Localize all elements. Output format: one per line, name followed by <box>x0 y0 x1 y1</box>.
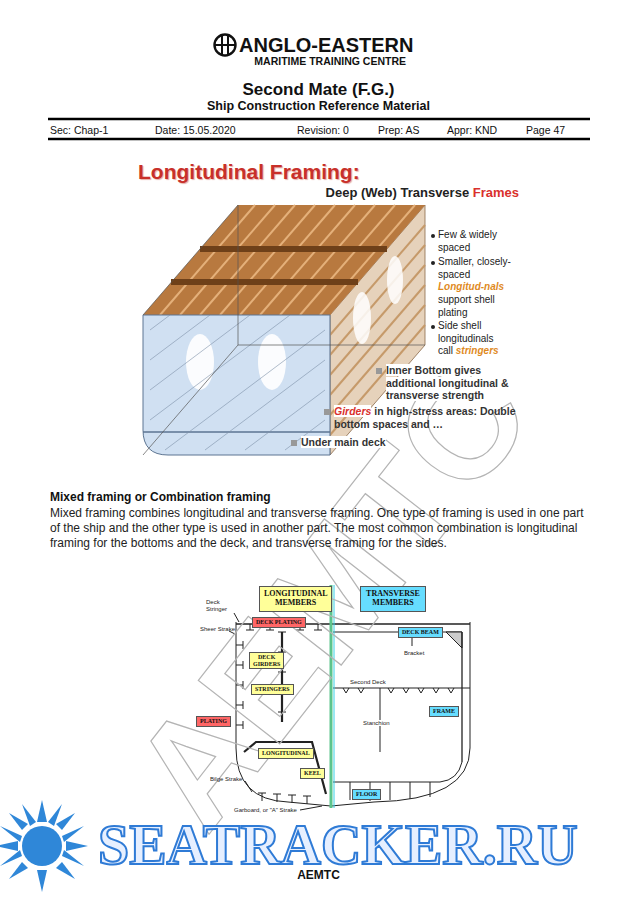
label-box: TRANSVERSE MEMBERS <box>360 586 426 612</box>
header-field: Revision: 0 <box>297 124 349 136</box>
label-box: DECK BEAM <box>398 627 443 638</box>
company-subtitle-block: MARITIME TRAINING CENTRE <box>254 55 406 68</box>
bullet-dot <box>431 234 435 238</box>
part-label: Stanchion <box>363 720 390 726</box>
header-field-block: Page 47 <box>526 124 565 137</box>
box-text: TRANSVERSE MEMBERS <box>365 590 421 608</box>
header-field: Appr: KND <box>447 124 497 136</box>
part-label-block: Stanchion <box>363 720 390 727</box>
label-box: KEEL <box>300 768 325 779</box>
bullet-square <box>376 368 382 374</box>
course-title-block: Second Mate (F.G.) <box>0 80 637 100</box>
part-label: Deck Stringer <box>206 599 227 612</box>
label-box: PLATING <box>196 716 231 727</box>
bullet-text-block: Smaller, closely-spaced <box>438 256 526 281</box>
paragraph-block: Mixed framing combines longitudinal and … <box>50 506 595 551</box>
section-heading: Mixed framing or Combination framing <box>50 490 271 504</box>
footer-text: AEMTC <box>297 868 340 882</box>
note-text-block: Under main deck <box>301 436 386 449</box>
watermark: SEATRACKER.RU <box>98 814 578 876</box>
part-label-block: Bilge Strake <box>210 776 242 783</box>
header-field: Prep: AS <box>378 124 419 136</box>
bullet-square <box>324 409 330 415</box>
header-field-block: Date: 15.05.2020 <box>155 124 236 137</box>
part-label-block: Deck Stringer <box>206 599 227 613</box>
bullet-dot <box>431 325 435 329</box>
bullet-term: Longitud-nals <box>438 281 504 292</box>
bullet-term-block: Longitud-nals <box>438 281 526 294</box>
label-box: FRAME <box>429 706 459 717</box>
box-text: FRAME <box>433 708 455 715</box>
part-label-block: Sheer Strake <box>200 626 235 633</box>
section-heading-block: Mixed framing or Combination framing <box>50 490 271 504</box>
part-label: Second Deck <box>350 679 386 685</box>
slide-title: Longitudinal Framing: <box>138 160 360 184</box>
header-field: Page 47 <box>526 124 565 136</box>
figure-subtitle-highlight: Frames <box>473 185 519 200</box>
note-text: Inner Bottom gives additional longitudin… <box>386 364 509 401</box>
figure-subtitle: Deep (Web) Transverse <box>326 185 470 200</box>
part-label-block: Garboard, or "A" Strake <box>234 807 297 814</box>
header-field-block: Sec: Chap-1 <box>50 124 108 137</box>
part-label: Bracket <box>404 650 424 656</box>
figure-subtitle-block: Deep (Web) TransverseFrames <box>326 185 519 201</box>
label-box: FLOOR <box>352 789 381 800</box>
bullet-text-block: Few & widely spaced <box>438 229 526 254</box>
part-label: Sheer Strake <box>200 626 235 632</box>
header-field: Date: 15.05.2020 <box>155 124 236 136</box>
box-text: FLOOR <box>356 791 377 798</box>
paragraph: Mixed framing combines longitudinal and … <box>50 506 584 550</box>
box-text: PLATING <box>200 718 227 725</box>
label-box: DECK GIRDERS <box>249 652 284 669</box>
box-text: DECK BEAM <box>402 629 439 636</box>
part-label: Garboard, or "A" Strake <box>234 807 297 813</box>
header-field: Sec: Chap-1 <box>50 124 108 136</box>
box-text: DECK PLATING <box>256 619 302 626</box>
label-box: LONGITUDINAL MEMBERS <box>259 586 332 612</box>
header-field-block: Revision: 0 <box>297 124 349 137</box>
note-term-block: Girdersin high-stress areas: Double bott… <box>334 405 526 430</box>
bullet-square <box>291 440 297 446</box>
bullet-dot <box>431 261 435 265</box>
part-label-block: Second Deck <box>350 679 386 686</box>
document-subtitle: Ship Construction Reference Material <box>207 99 430 113</box>
bullet-text: Smaller, closely-spaced <box>438 256 511 280</box>
box-text: LONGITUDINAL <box>262 750 310 757</box>
box-text: STRINGERS <box>255 686 290 693</box>
bullet-text: support shell plating <box>438 294 495 318</box>
footer-text-block: AEMTC <box>0 868 637 882</box>
header-field-block: Appr: KND <box>447 124 497 137</box>
part-label: Bilge Strake <box>210 776 242 782</box>
label-box: LONGITUDINAL <box>258 748 314 759</box>
bullet-text: Few & widely spaced <box>438 229 497 253</box>
box-text: DECK GIRDERS <box>253 654 280 667</box>
part-label-block: Bracket <box>404 650 424 657</box>
bullet-term: stringers <box>456 345 499 356</box>
label-box: DECK PLATING <box>252 617 306 628</box>
note-text-block: Inner Bottom gives additional longitudin… <box>386 364 524 402</box>
header-field-block: Prep: AS <box>378 124 419 137</box>
bullet-text-block: support shell plating <box>438 294 526 319</box>
company-subtitle: MARITIME TRAINING CENTRE <box>254 55 406 67</box>
label-box: STRINGERS <box>251 684 294 695</box>
document-subtitle-block: Ship Construction Reference Material <box>0 99 637 114</box>
box-text: LONGITUDINAL MEMBERS <box>264 590 327 608</box>
box-text: KEEL <box>304 770 321 777</box>
company-name: ANGLO-EASTERN <box>239 34 413 56</box>
note-text: Under main deck <box>301 436 386 448</box>
course-title: Second Mate (F.G.) <box>242 80 394 99</box>
bullet-text-block: Side shell longitudinals callstringers <box>438 320 526 358</box>
note-term: Girders <box>334 405 371 417</box>
company-name-block: ANGLO-EASTERN <box>239 33 413 57</box>
